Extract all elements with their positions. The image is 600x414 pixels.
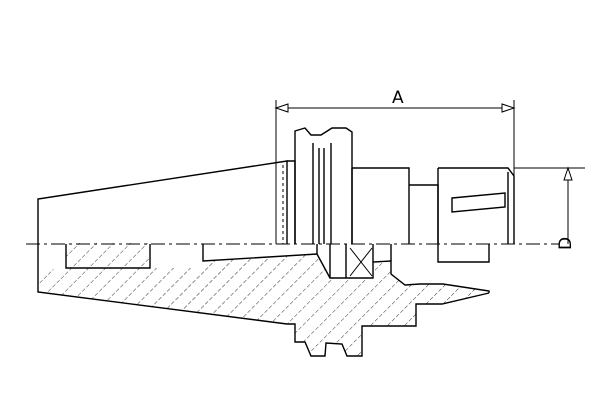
dimension-a-label: A xyxy=(392,88,404,108)
section-hatch xyxy=(38,243,489,356)
dimension-d-label: D xyxy=(556,237,576,250)
dimension-a xyxy=(274,100,516,244)
taper-outline-lower xyxy=(37,244,490,357)
taper-outline-upper xyxy=(37,127,515,244)
dimension-d xyxy=(514,166,585,244)
